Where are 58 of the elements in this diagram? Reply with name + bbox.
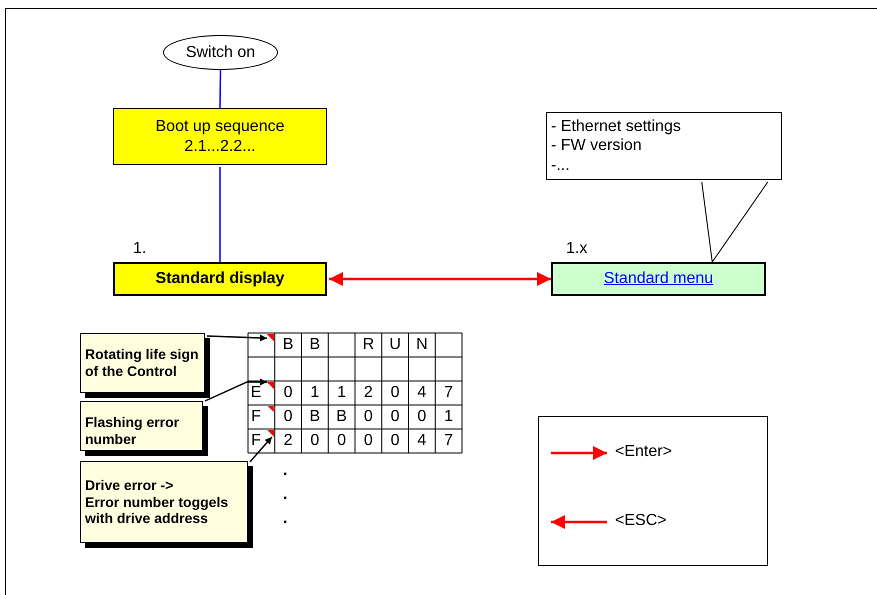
connector [249,436,272,462]
display-character: F [250,431,262,451]
display-character: B [308,335,322,355]
display-character: E [250,383,262,403]
display-character: 0 [282,383,294,403]
display-character: 0 [362,407,374,427]
display-character: 0 [390,431,401,451]
display-character: 0 [390,383,401,403]
leader-line [701,182,713,262]
box-text: Switch on [186,42,256,62]
step-number: 1.x [566,240,588,258]
display-character: U [388,335,402,355]
connector [219,167,221,262]
display-character: 7 [443,383,454,403]
process-box [551,262,766,296]
speech-bubble [546,112,782,180]
continuation-dot: . [283,486,288,504]
legend-text: <ESC> [615,512,667,530]
display-character: B [282,335,294,355]
connector [219,70,222,108]
display-character: 0 [362,431,374,451]
display-character: B [308,407,322,427]
legend-text: <Enter> [615,443,672,461]
menu-link: Standard menu [604,269,714,289]
display-character: 0 [390,407,401,427]
display-character: 1 [309,383,320,403]
process-box [113,108,327,165]
display-character: 0 [309,431,320,451]
display-character: N [415,335,429,355]
box-text: Drive error -> [85,476,174,494]
display-character: 4 [416,431,428,451]
display-character: B [335,407,348,427]
list-item: -... [551,156,570,175]
process-box [113,262,327,296]
list-item: - Ethernet settings [551,117,681,136]
display-character: 2 [282,431,294,451]
display-character: 1 [336,383,348,403]
box-text: Flashing error number [85,414,180,448]
box-text: Error number toggels with drive address [85,494,230,528]
display-character: F [250,407,262,427]
display-character: 4 [416,383,428,403]
box-text: Boot up sequence 2.1...2.2... [154,117,286,156]
display-character: 2 [362,383,374,403]
display-character: R [362,335,376,355]
display-character: 7 [443,431,454,451]
display-character: 0 [282,407,294,427]
box-text: Standard display [156,269,284,289]
list-item: - FW version [551,136,642,156]
connector [204,378,267,402]
connector [206,334,268,342]
continuation-dot: . [283,462,288,480]
display-character: 0 [416,407,428,427]
display-character: 0 [336,431,348,451]
box-text: Rotating life sign of the Control [85,346,200,380]
display-character: 1 [443,407,454,427]
step-number: 1. [133,240,146,258]
connector [329,272,551,286]
continuation-dot: . [283,510,288,528]
